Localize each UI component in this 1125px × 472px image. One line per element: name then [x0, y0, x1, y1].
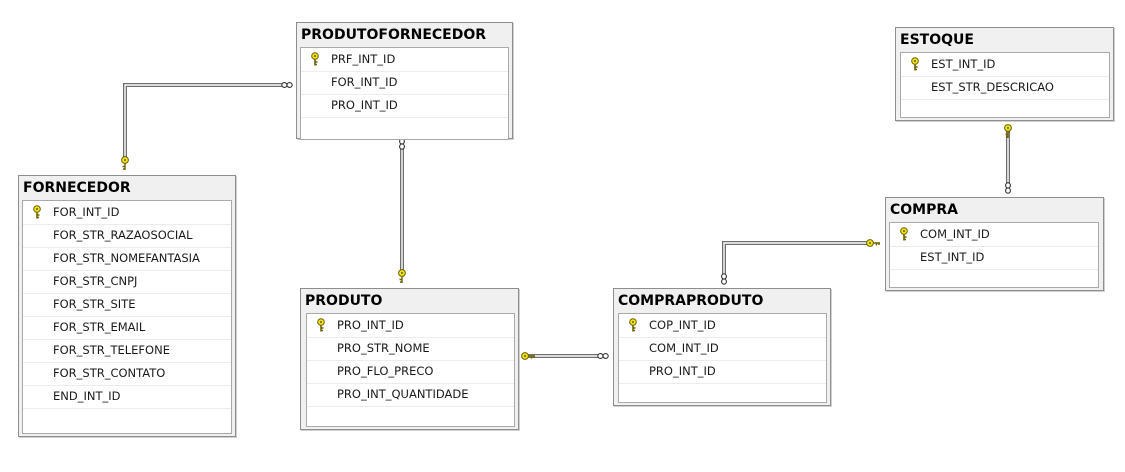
column-name: PRO_STR_NOME	[337, 341, 430, 355]
column-name: END_INT_ID	[53, 389, 121, 403]
column-name: PRO_INT_ID	[331, 98, 398, 112]
column-name: COM_INT_ID	[649, 341, 719, 355]
column-row[interactable]: EST_STR_DESCRICAO	[901, 76, 1109, 100]
many-end-infinity-icon	[281, 82, 293, 88]
table-produtofornecedor[interactable]: PRODUTOFORNECEDOR PRF_INT_ID FOR_INT_ID PRO…	[296, 22, 513, 140]
primary-key-icon	[317, 318, 325, 332]
table-title[interactable]: COMPRAPRODUTO	[618, 293, 764, 309]
column-grid: COM_INT_ID EST_INT_ID	[889, 222, 1099, 288]
column-row[interactable]: PRO_FLO_PRECO	[307, 360, 514, 384]
relationship-line[interactable]	[722, 241, 873, 276]
column-name: PRO_INT_ID	[649, 364, 716, 378]
one-end-key-icon	[1004, 124, 1012, 138]
primary-key-icon	[629, 318, 637, 332]
column-grid: PRO_INT_ID PRO_STR_NOME PRO_FLO_PRECO PRO_I…	[306, 313, 515, 427]
table-title[interactable]: ESTOQUE	[900, 32, 974, 48]
column-name: FOR_INT_ID	[331, 75, 398, 89]
relationship-produto-produtofornecedor[interactable]	[398, 138, 406, 283]
column-name: FOR_STR_SITE	[53, 297, 136, 311]
column-row[interactable]: PRO_INT_ID	[307, 314, 514, 338]
column-row[interactable]: FOR_STR_CNPJ	[23, 270, 231, 294]
table-title[interactable]: PRODUTO	[305, 293, 383, 309]
column-row[interactable]: COM_INT_ID	[619, 337, 826, 361]
column-name: PRO_INT_QUANTIDADE	[337, 387, 469, 401]
column-grid: EST_INT_ID EST_STR_DESCRICAO	[900, 52, 1110, 118]
table-estoque[interactable]: ESTOQUE EST_INT_ID EST_STR_DESCRICAO	[895, 27, 1114, 121]
column-row[interactable]: FOR_STR_TELEFONE	[23, 339, 231, 363]
primary-key-icon	[911, 57, 919, 71]
column-row[interactable]: END_INT_ID	[23, 385, 231, 409]
relationship-produto-compraproduto[interactable]	[521, 352, 609, 360]
table-compraproduto[interactable]: COMPRAPRODUTO COP_INT_ID COM_INT_ID PRO_INT…	[613, 288, 831, 406]
column-name: EST_INT_ID	[931, 57, 996, 71]
relationship-compra-compraproduto[interactable]	[721, 239, 880, 285]
column-grid: COP_INT_ID COM_INT_ID PRO_INT_ID	[618, 313, 827, 403]
column-name: FOR_STR_EMAIL	[53, 320, 146, 334]
column-row[interactable]: PRF_INT_ID	[301, 48, 508, 72]
column-row[interactable]: COP_INT_ID	[619, 314, 826, 338]
column-name: FOR_STR_NOMEFANTASIA	[53, 251, 200, 265]
column-row[interactable]: FOR_INT_ID	[301, 71, 508, 95]
table-title[interactable]: PRODUTOFORNECEDOR	[301, 27, 487, 43]
column-name: FOR_INT_ID	[53, 205, 120, 219]
one-end-key-icon	[398, 269, 406, 283]
column-name: EST_STR_DESCRICAO	[931, 80, 1054, 94]
column-row[interactable]: EST_INT_ID	[890, 246, 1098, 270]
column-name: COM_INT_ID	[920, 227, 990, 241]
many-end-infinity-icon	[721, 273, 727, 285]
column-name: FOR_STR_TELEFONE	[53, 343, 170, 357]
primary-key-icon	[900, 227, 908, 241]
table-produto[interactable]: PRODUTO PRO_INT_ID PRO_STR_NOME PRO_FLO_PRE…	[300, 288, 519, 430]
column-row[interactable]: PRO_STR_NOME	[307, 337, 514, 361]
many-end-infinity-icon	[399, 138, 405, 150]
column-row[interactable]: FOR_STR_RAZAOSOCIAL	[23, 224, 231, 248]
column-row[interactable]: FOR_STR_SITE	[23, 293, 231, 317]
table-compra[interactable]: COMPRA COM_INT_ID EST_INT_ID	[885, 197, 1104, 291]
many-end-infinity-icon	[597, 353, 609, 359]
column-name: PRO_INT_ID	[337, 318, 404, 332]
table-title[interactable]: COMPRA	[890, 202, 958, 218]
column-row[interactable]: FOR_STR_NOMEFANTASIA	[23, 247, 231, 271]
column-name: PRO_FLO_PRECO	[337, 364, 434, 378]
many-end-infinity-icon	[1005, 182, 1011, 194]
relationship-line-inner	[723, 242, 873, 276]
relationship-estoque-compra[interactable]	[1004, 124, 1012, 194]
column-name: FOR_STR_CONTATO	[53, 366, 166, 380]
column-row[interactable]: COM_INT_ID	[890, 223, 1098, 247]
column-row[interactable]: FOR_INT_ID	[23, 201, 231, 225]
one-end-key-icon	[121, 156, 129, 170]
column-name: FOR_STR_CNPJ	[53, 274, 138, 288]
relationship-fornecedor-produtofornecedor[interactable]	[121, 82, 293, 170]
one-end-key-icon	[521, 352, 535, 360]
column-row[interactable]: FOR_STR_CONTATO	[23, 362, 231, 386]
table-title[interactable]: FORNECEDOR	[23, 180, 131, 196]
column-name: PRF_INT_ID	[331, 52, 396, 66]
one-end-key-icon	[866, 239, 880, 247]
column-row[interactable]: PRO_INT_ID	[301, 94, 508, 118]
column-grid: PRF_INT_ID FOR_INT_ID PRO_INT_ID	[300, 47, 509, 140]
column-name: FOR_STR_RAZAOSOCIAL	[53, 228, 193, 242]
column-name: EST_INT_ID	[920, 250, 985, 264]
column-row[interactable]: PRO_INT_ID	[619, 360, 826, 384]
column-grid: FOR_INT_ID FOR_STR_RAZAOSOCIAL FOR_STR_NOM…	[22, 200, 232, 434]
primary-key-icon	[33, 205, 41, 219]
relationship-line-inner	[124, 84, 282, 163]
column-row[interactable]: PRO_INT_QUANTIDADE	[307, 383, 514, 407]
column-name: COP_INT_ID	[649, 318, 716, 332]
relationship-line[interactable]	[123, 83, 282, 163]
column-row[interactable]: FOR_STR_EMAIL	[23, 316, 231, 340]
primary-key-icon	[311, 52, 319, 66]
column-row[interactable]: EST_INT_ID	[901, 53, 1109, 77]
